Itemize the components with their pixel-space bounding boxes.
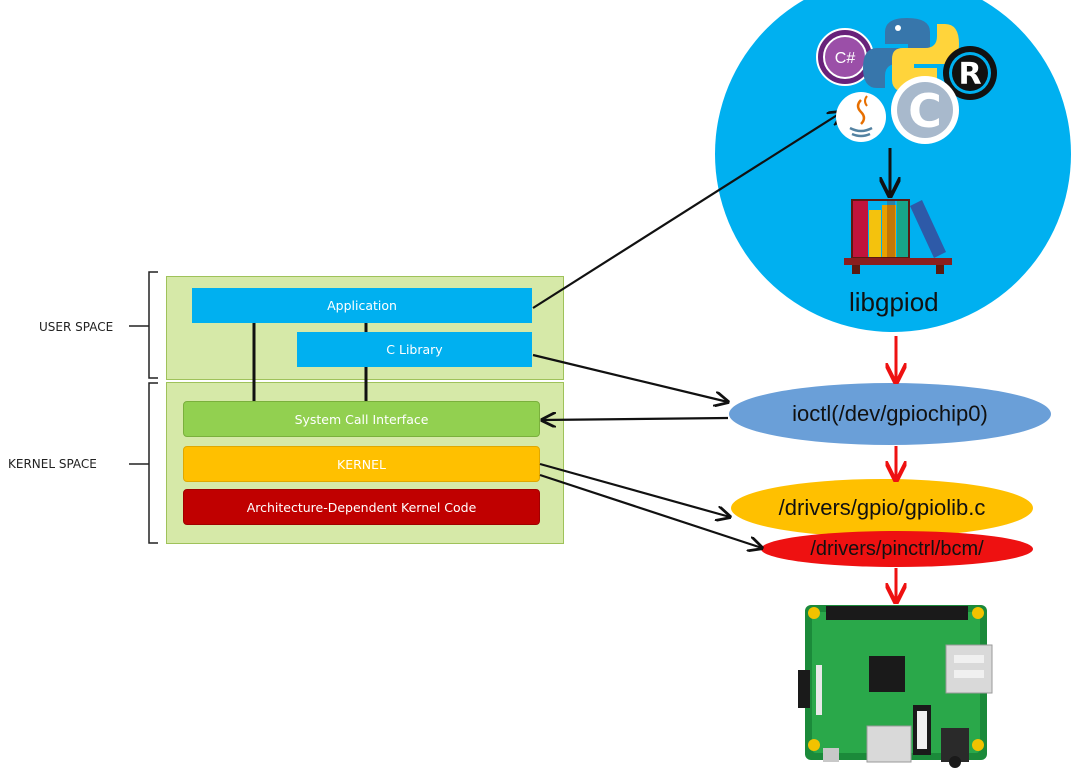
user-space-label: USER SPACE [39,320,114,334]
clibrary-to-ioctl-arrow [532,353,728,402]
rust-text: R [958,57,981,92]
library-books-icon [844,199,952,274]
ioctl-to-syscall-arrow [542,418,729,420]
raspberry-pi-board-icon [798,605,993,768]
user-space-brace [129,271,158,379]
kernel-to-pinctrl-arrow [539,473,762,548]
java-icon [836,92,886,142]
libgpiod-label: libgpiod [849,287,939,317]
c-text: C [908,84,942,138]
c-icon: C [891,76,959,144]
kernel-box: KERNEL [183,446,540,482]
kernel-space-brace [129,382,158,544]
pinctrl-ellipse: /drivers/pinctrl/bcm/ [761,531,1033,567]
kernel-space-label: KERNEL SPACE [8,457,97,471]
system-call-interface-box: System Call Interface [183,401,540,437]
gpiolib-ellipse: /drivers/gpio/gpiolib.c [731,479,1033,537]
application-box: Application [192,288,532,323]
application-to-languages-arrow [532,112,842,309]
ioctl-ellipse: ioctl(/dev/gpiochip0) [729,383,1051,445]
stack-connectors [252,323,368,401]
rust-icon: R [943,46,997,100]
csharp-icon: C# [816,28,874,86]
black-arrows [532,112,890,548]
c-library-box: C Library [297,332,532,367]
arch-kernel-code-box: Architecture-Dependent Kernel Code [183,489,540,525]
csharp-text: C# [835,50,856,67]
kernel-to-gpiolib-arrow [539,462,730,517]
